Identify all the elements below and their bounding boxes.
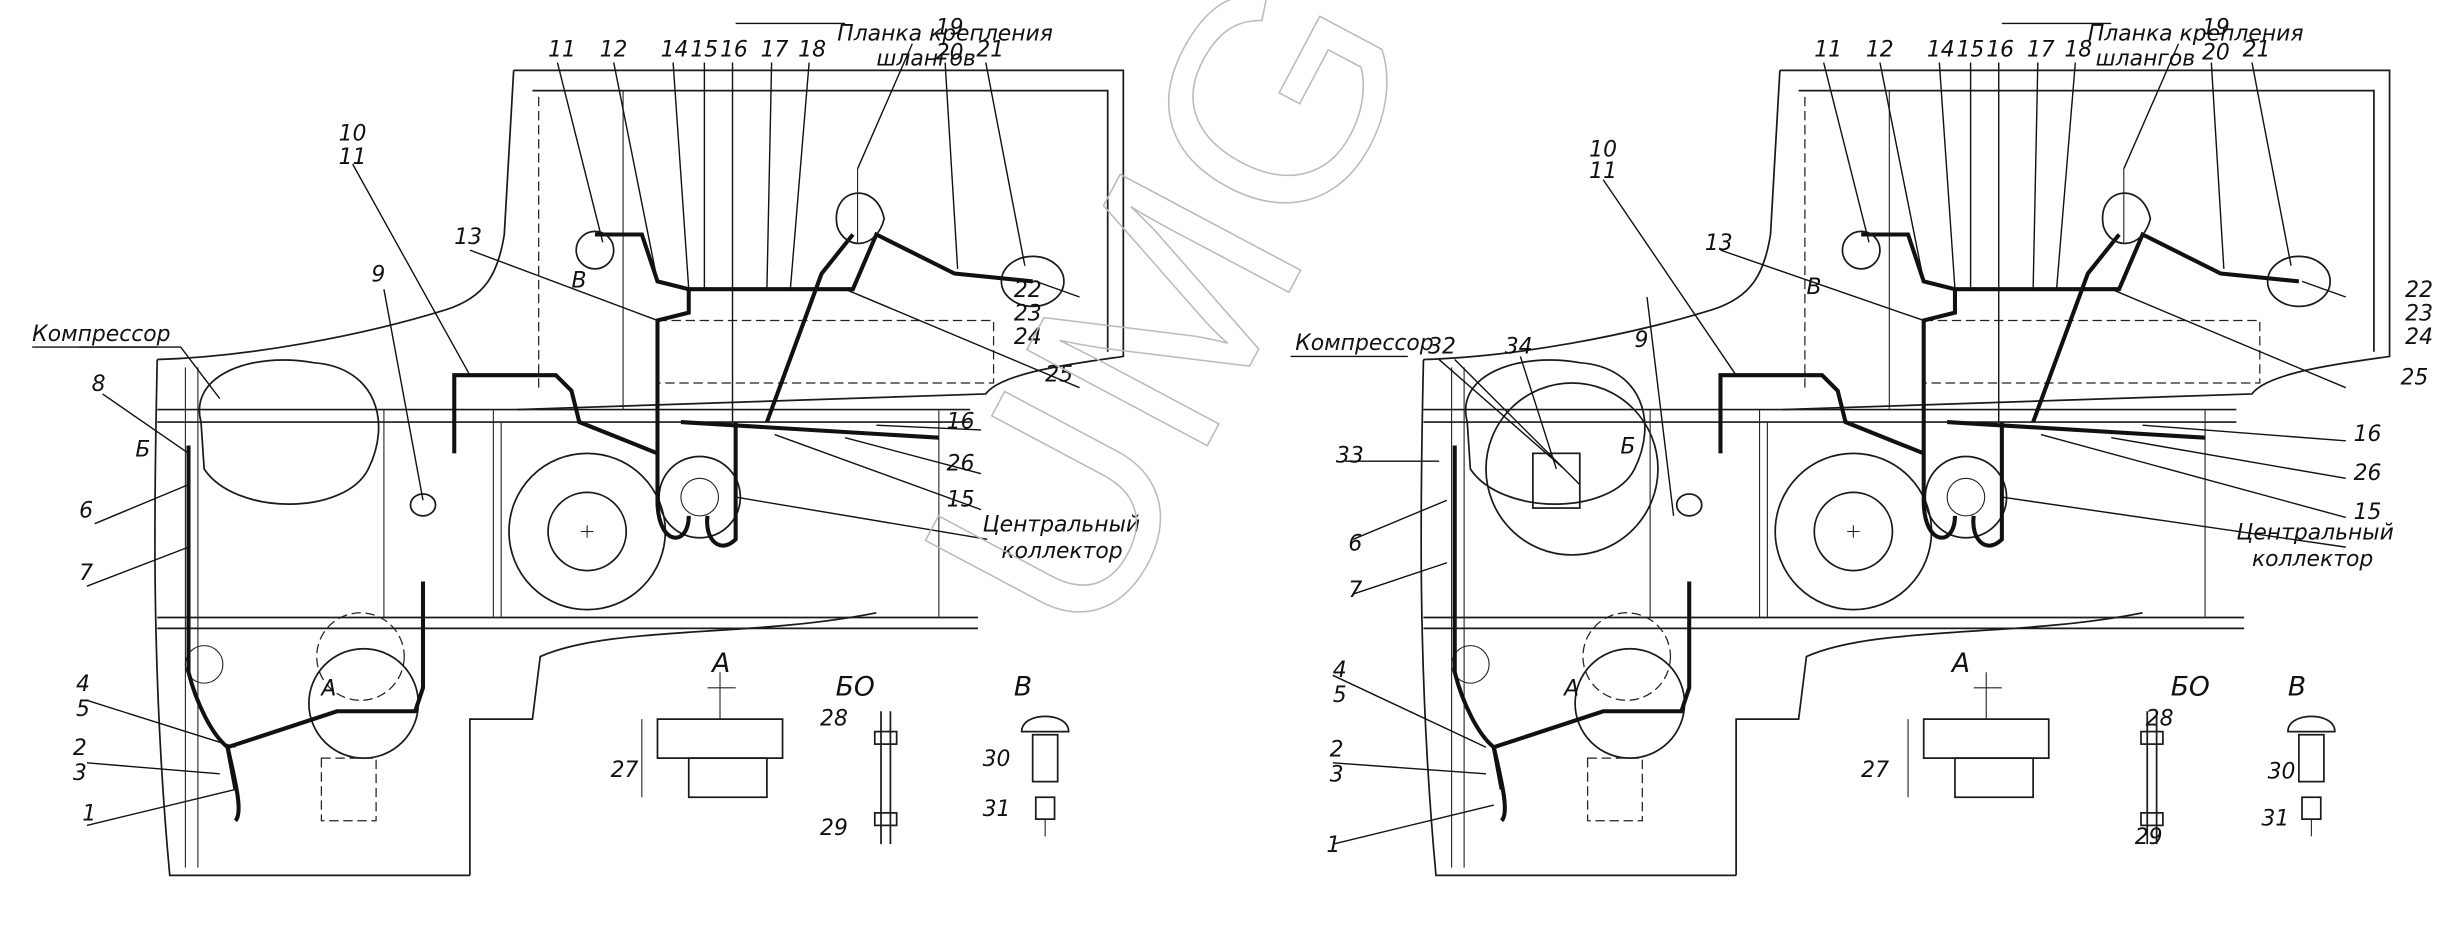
callout-14: 14	[661, 37, 689, 62]
callout-16-right: 16	[1986, 37, 2014, 62]
callout-33-right: 33	[1336, 444, 1364, 469]
callout-16b-right: 16	[2354, 422, 2382, 447]
callout-9-right: 9	[1635, 328, 1649, 353]
callout-11b-right: 11	[1589, 159, 1617, 184]
callout-2: 2	[73, 736, 87, 761]
callout-24-right: 24	[2405, 325, 2433, 350]
callout-26: 26	[947, 452, 975, 477]
callout-29-right: 29	[2135, 825, 2163, 850]
callout-31-right: 31	[2261, 806, 2289, 831]
callout-13: 13	[454, 225, 482, 250]
hose-bar-label-2: шлангов	[876, 47, 975, 72]
callout-19-right: 19	[2202, 15, 2230, 40]
arrow-v-label-right: В	[1806, 275, 1821, 300]
callout-5: 5	[76, 697, 90, 722]
callout-31: 31	[983, 797, 1011, 822]
left-drawing: Планка крепления шлангов 11 12 14 15 16 …	[32, 15, 1140, 875]
callout-23-right: 23	[2405, 301, 2433, 326]
callout-4: 4	[76, 672, 90, 697]
callout-21: 21	[976, 37, 1004, 62]
callout-11b: 11	[339, 145, 367, 170]
callout-30-right: 30	[2268, 759, 2296, 784]
hose-bar-label-1-right: Планка крепления	[2088, 22, 2304, 47]
callout-17-right: 17	[2027, 37, 2055, 62]
callout-24: 24	[1014, 325, 1042, 350]
hose-bar-label-1: Планка крепления	[837, 22, 1053, 47]
callout-20: 20	[936, 40, 964, 65]
hose-bar-label-2-right: шлангов	[2096, 47, 2195, 72]
callout-12: 12	[600, 37, 628, 62]
callout-30: 30	[983, 747, 1011, 772]
callout-5-right: 5	[1333, 683, 1347, 708]
callout-20-right: 20	[2202, 40, 2230, 65]
view-b-title-right: БО	[2171, 672, 2210, 703]
callout-21-right: 21	[2243, 37, 2271, 62]
collector-label-2-right: коллектор	[2252, 547, 2373, 572]
callout-23: 23	[1014, 301, 1042, 326]
callout-28: 28	[820, 706, 848, 731]
view-a-title-right: А	[1950, 648, 1970, 679]
callout-1: 1	[82, 802, 96, 827]
right-drawing: Планка крепления шлангов 11 12 14 15 16 …	[1290, 15, 2433, 875]
callout-11: 11	[548, 37, 576, 62]
callout-9: 9	[371, 262, 385, 287]
compressor-label-right: Компрессор	[1295, 331, 1433, 356]
callout-6: 6	[79, 498, 93, 523]
compressor-body	[1532, 452, 1581, 509]
collector-label-1-right: Центральный	[2236, 520, 2393, 545]
callout-16b: 16	[947, 409, 975, 434]
callout-7-right: 7	[1348, 578, 1362, 603]
callout-3-right: 3	[1330, 763, 1344, 788]
callout-7: 7	[79, 561, 93, 586]
callout-29: 29	[820, 816, 848, 841]
arrow-b-label-right: Б	[1620, 434, 1635, 459]
collector-label-1: Центральный	[983, 513, 1140, 538]
callout-15: 15	[690, 37, 718, 62]
callout-17: 17	[761, 37, 789, 62]
callout-18-right: 18	[2064, 37, 2092, 62]
callout-27: 27	[611, 758, 639, 783]
callout-16: 16	[720, 37, 748, 62]
view-b-title: БО	[836, 672, 875, 703]
compressor-detail-circle	[1485, 382, 1659, 556]
view-v-title-right: В	[2288, 672, 2306, 703]
callout-28-right: 28	[2146, 706, 2174, 731]
callout-15-right: 15	[1957, 37, 1985, 62]
compressor-label: Компрессор	[32, 322, 170, 347]
arrow-b-label: Б	[135, 437, 150, 462]
callout-15b-right: 15	[2354, 500, 2382, 525]
callout-32-right: 32	[1428, 334, 1456, 359]
callout-25: 25	[1045, 362, 1073, 387]
callout-2-right: 2	[1330, 738, 1344, 763]
callout-25-right: 25	[2400, 366, 2428, 391]
callout-15b: 15	[947, 487, 975, 512]
callout-22: 22	[1014, 278, 1042, 303]
callout-1-right: 1	[1327, 833, 1341, 858]
callout-8: 8	[92, 372, 106, 397]
callout-10: 10	[339, 122, 367, 147]
callout-34-right: 34	[1505, 334, 1533, 359]
callout-3: 3	[73, 761, 87, 786]
callout-14-right: 14	[1927, 37, 1955, 62]
callout-11-right: 11	[1814, 37, 1842, 62]
callout-27-right: 27	[1861, 758, 1889, 783]
callout-4-right: 4	[1333, 658, 1347, 683]
callout-13-right: 13	[1705, 231, 1733, 256]
callout-10-right: 10	[1589, 137, 1617, 162]
callout-19: 19	[936, 15, 964, 40]
callout-12-right: 12	[1866, 37, 1894, 62]
arrow-a-label: А	[319, 677, 336, 702]
collector-label-2: коллектор	[1001, 539, 1122, 564]
callout-18: 18	[798, 37, 826, 62]
callout-26-right: 26	[2354, 461, 2382, 486]
callout-22-right: 22	[2405, 278, 2433, 303]
arrow-v-label: В	[572, 269, 587, 294]
callout-6-right: 6	[1348, 531, 1362, 556]
view-a-title: А	[710, 648, 730, 679]
arrow-a-label-right: А	[1562, 677, 1579, 702]
view-v-title: В	[1014, 672, 1032, 703]
